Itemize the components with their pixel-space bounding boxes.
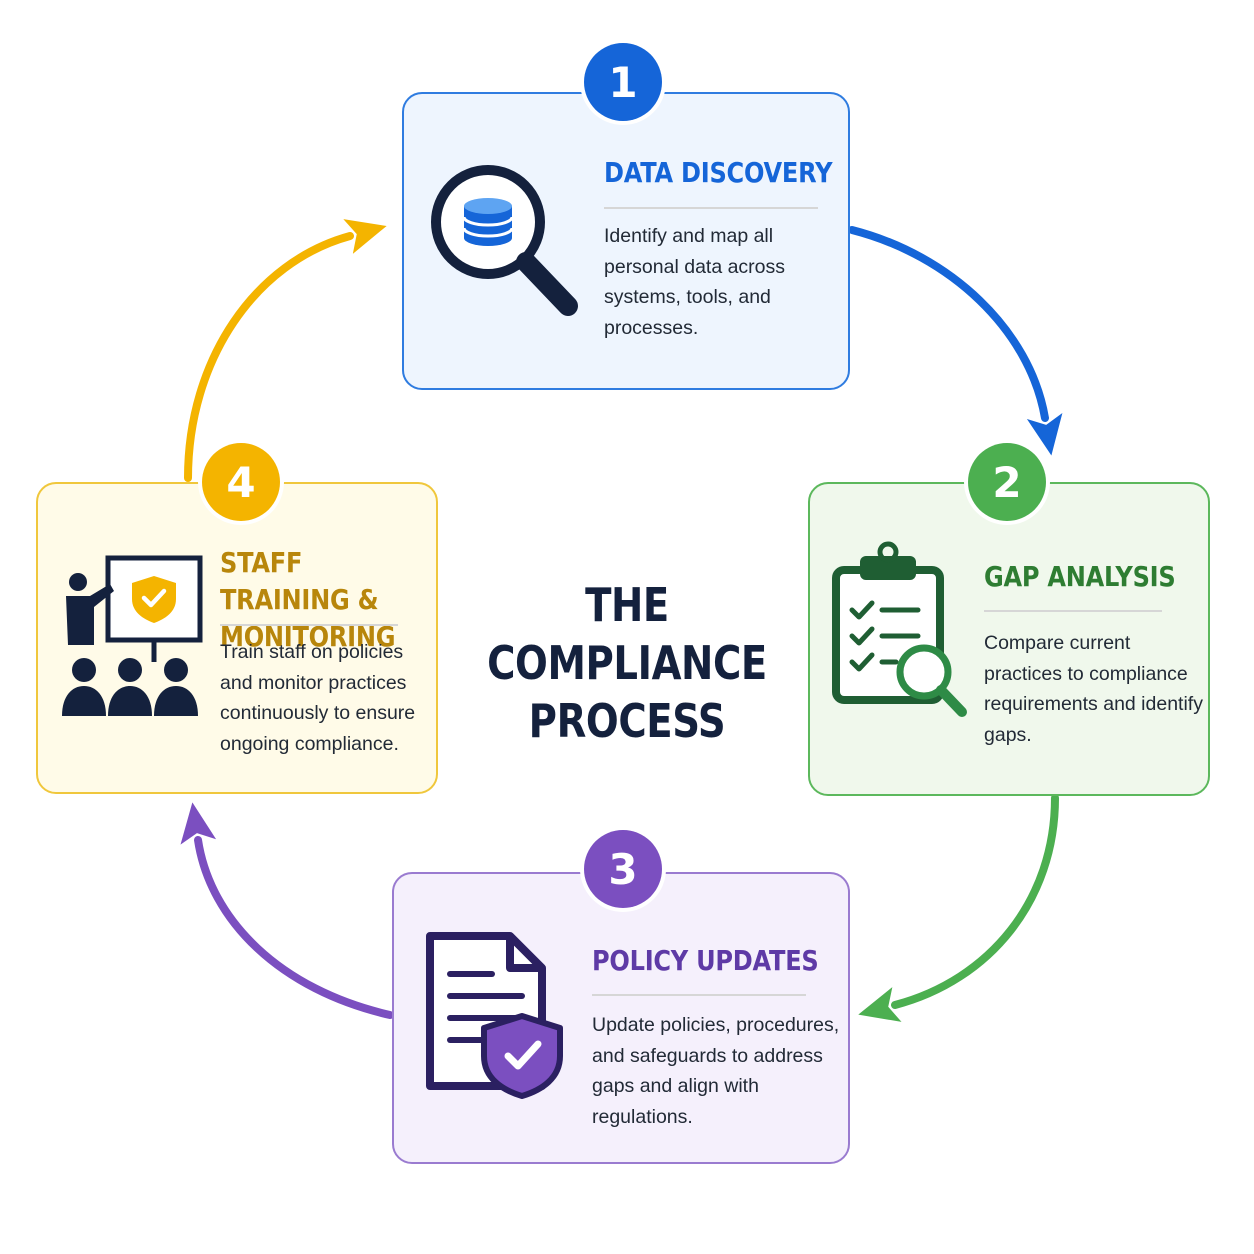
clipboard-checklist-icon (832, 541, 967, 717)
arrow-3-to-4 (180, 802, 394, 1019)
step-card-data-discovery: DATA DISCOVERY Identify and map all pers… (402, 92, 850, 390)
step-card-gap-analysis: GAP ANALYSIS Compare current practices t… (808, 482, 1210, 796)
title-divider (220, 624, 398, 626)
step-title: GAP ANALYSIS (984, 560, 1176, 593)
step-description: Train staff on policies and monitor prac… (220, 641, 416, 755)
step-title: DATA DISCOVERY (604, 156, 833, 189)
step-description: Identify and map all personal data acros… (604, 225, 786, 339)
title-divider (984, 610, 1162, 612)
step-card-staff-training: STAFF TRAINING & MONITORING Train staff … (36, 482, 438, 794)
step-number-badge-1: 1 (584, 43, 662, 121)
document-shield-icon (426, 932, 563, 1099)
arrow-4-to-1 (184, 219, 387, 482)
step-card-policy-updates: POLICY UPDATES Update policies, procedur… (392, 872, 850, 1164)
step-description: Compare current practices to compliance … (984, 632, 1203, 746)
diagram-title: THE COMPLIANCE PROCESS (487, 578, 767, 748)
title-divider (592, 994, 806, 996)
step-number-badge-3: 3 (584, 830, 662, 908)
arrow-2-to-3 (858, 794, 1059, 1022)
step-number-badge-4: 4 (202, 443, 280, 521)
database-search-icon (431, 165, 578, 316)
step-title: POLICY UPDATES (592, 944, 819, 977)
training-presentation-icon (62, 555, 203, 716)
arrow-1-to-2 (848, 226, 1063, 456)
step-number-badge-2: 2 (968, 443, 1046, 521)
step-description: Update policies, procedures, and safegua… (592, 1014, 840, 1128)
title-divider (604, 207, 818, 209)
